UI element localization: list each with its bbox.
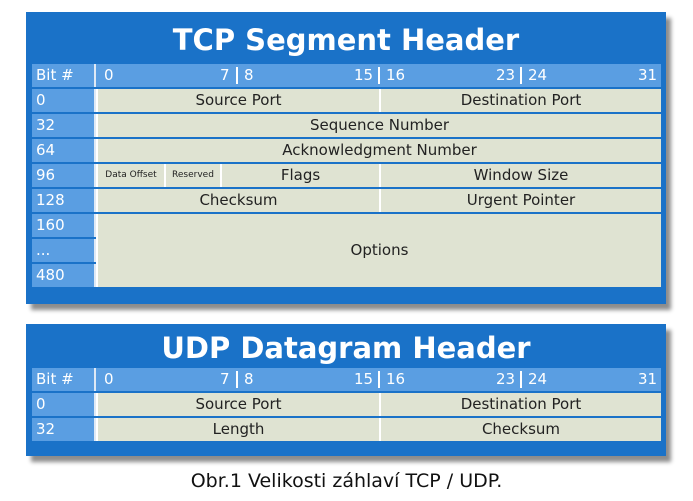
bit-offset: 160 bbox=[32, 214, 96, 237]
tcp-urgent-pointer: Urgent Pointer bbox=[379, 189, 661, 212]
bit-offset: 0 bbox=[32, 393, 96, 416]
bit-offset: 0 bbox=[32, 89, 96, 112]
tcp-data-offset: Data Offset bbox=[96, 164, 164, 187]
tcp-checksum: Checksum bbox=[96, 189, 379, 212]
byte-separator bbox=[520, 371, 522, 388]
bit-31-label: 31 bbox=[638, 370, 658, 388]
tcp-acknowledgment-number: Acknowledgment Number bbox=[96, 139, 661, 162]
bit-15-label: 15 bbox=[354, 370, 374, 388]
bit-offset: 32 bbox=[32, 418, 96, 441]
tcp-bit-scale: 0 7 8 15 16 23 24 31 bbox=[96, 64, 661, 87]
tcp-flags: Flags bbox=[220, 164, 379, 187]
udp-length: Length bbox=[96, 418, 379, 441]
tcp-destination-port: Destination Port bbox=[379, 89, 661, 112]
byte-separator bbox=[378, 67, 380, 84]
tcp-bit-label: Bit # bbox=[32, 64, 96, 87]
bit-7-label: 7 bbox=[220, 66, 230, 84]
bit-0-label: 0 bbox=[104, 66, 114, 84]
udp-destination-port: Destination Port bbox=[379, 393, 661, 416]
byte-separator bbox=[236, 371, 238, 388]
tcp-reserved: Reserved bbox=[164, 164, 220, 187]
byte-separator bbox=[378, 371, 380, 388]
udp-bit-scale: 0 7 8 15 16 23 24 31 bbox=[96, 368, 661, 391]
tcp-header-panel: TCP Segment Header Bit # 0 7 8 15 16 23 … bbox=[26, 12, 666, 304]
bit-23-label: 23 bbox=[496, 370, 516, 388]
udp-source-port: Source Port bbox=[96, 393, 379, 416]
bit-15-label: 15 bbox=[354, 66, 374, 84]
tcp-title: TCP Segment Header bbox=[172, 23, 520, 57]
bit-offset: 32 bbox=[32, 114, 96, 137]
bit-offset: 64 bbox=[32, 139, 96, 162]
byte-separator bbox=[520, 67, 522, 84]
udp-header-panel: UDP Datagram Header Bit # 0 7 8 15 16 23… bbox=[26, 324, 666, 456]
byte-separator bbox=[236, 67, 238, 84]
figure-caption: Obr.1 Velikosti záhlaví TCP / UDP. bbox=[190, 470, 503, 492]
bit-31-label: 31 bbox=[638, 66, 658, 84]
tcp-source-port: Source Port bbox=[96, 89, 379, 112]
bit-7-label: 7 bbox=[220, 370, 230, 388]
tcp-options: Options bbox=[96, 214, 661, 287]
row-divider bbox=[32, 87, 661, 89]
udp-bit-label: Bit # bbox=[32, 368, 96, 391]
bit-offset: 480 bbox=[32, 264, 96, 287]
bit-8-label: 8 bbox=[244, 66, 254, 84]
bit-offset: 96 bbox=[32, 164, 96, 187]
bit-offset: ... bbox=[32, 239, 96, 262]
bit-24-label: 24 bbox=[528, 370, 548, 388]
bit-24-label: 24 bbox=[528, 66, 548, 84]
udp-title: UDP Datagram Header bbox=[161, 331, 531, 365]
bit-23-label: 23 bbox=[496, 66, 516, 84]
bit-16-label: 16 bbox=[386, 66, 406, 84]
tcp-window-size: Window Size bbox=[379, 164, 661, 187]
udp-checksum: Checksum bbox=[379, 418, 661, 441]
bit-16-label: 16 bbox=[386, 370, 406, 388]
bit-offset: 128 bbox=[32, 189, 96, 212]
bit-0-label: 0 bbox=[104, 370, 114, 388]
tcp-sequence-number: Sequence Number bbox=[96, 114, 661, 137]
bit-8-label: 8 bbox=[244, 370, 254, 388]
